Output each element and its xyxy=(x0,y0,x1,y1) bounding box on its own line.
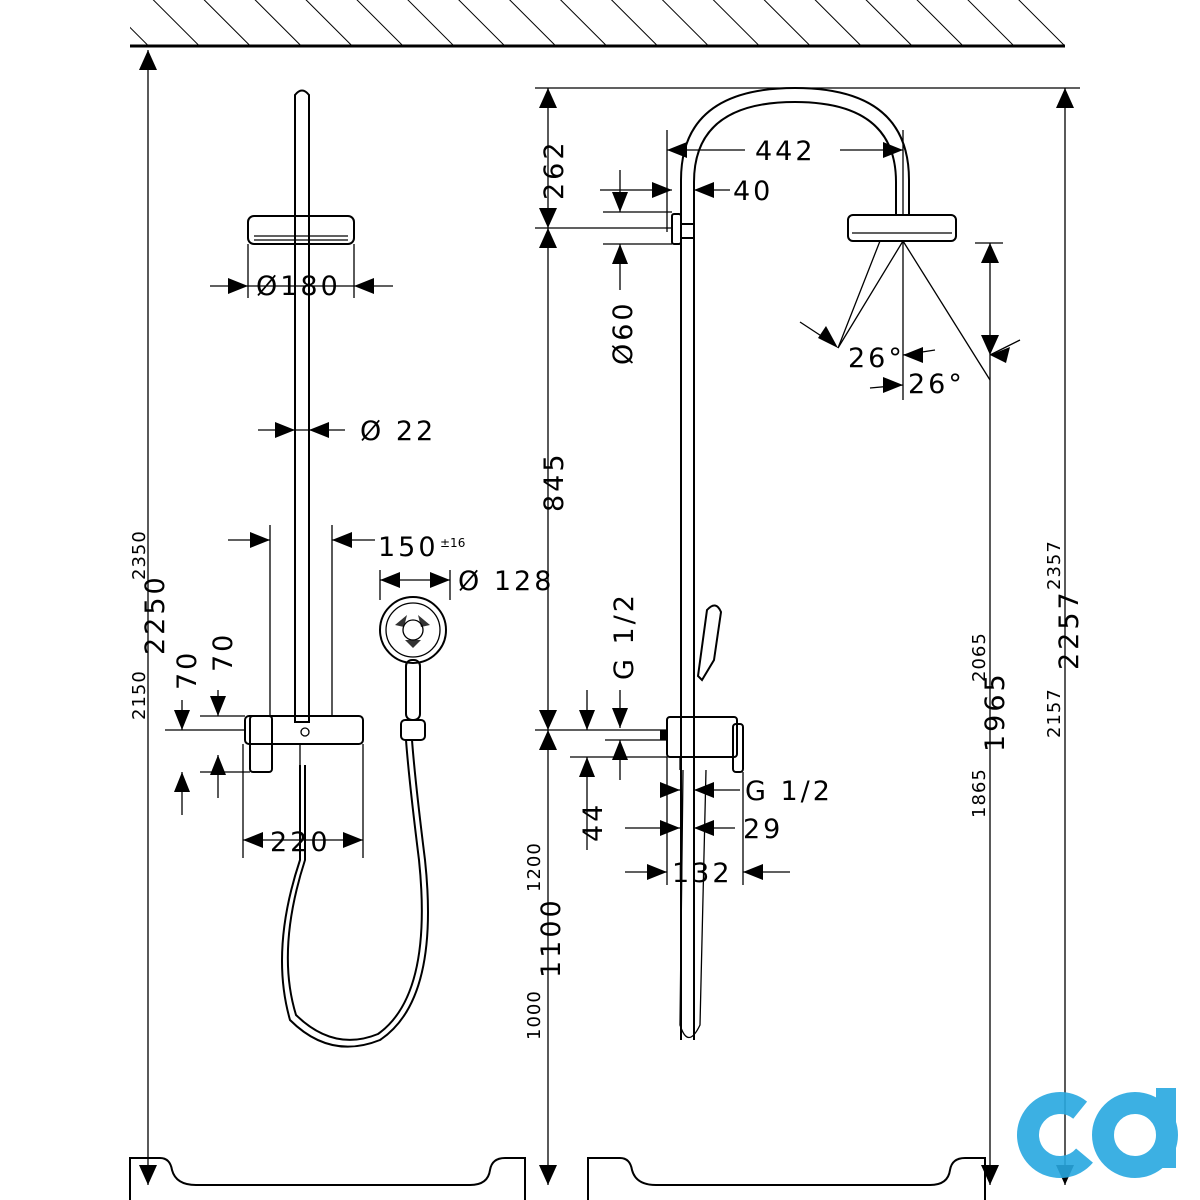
left-handshower-offset: 150 xyxy=(378,532,439,563)
right-height-1865: 1865 xyxy=(969,768,990,818)
right-depth-132: 132 xyxy=(672,858,733,889)
right-height-2357: 2357 xyxy=(1044,540,1065,590)
right-arm-reach: 442 xyxy=(755,136,816,167)
left-height-2250: 2250 xyxy=(140,574,171,655)
floor-right xyxy=(587,1157,986,1200)
left-offset-tolerance: ±16 xyxy=(440,536,465,550)
left-shower-column xyxy=(244,89,447,1048)
left-mixer-width: 220 xyxy=(270,827,331,858)
floor-left xyxy=(129,1157,526,1200)
left-height-2150: 2150 xyxy=(129,670,150,720)
right-rise-262: 262 xyxy=(539,139,570,200)
right-height-1100: 1100 xyxy=(536,897,567,978)
cd-logo-watermark xyxy=(1017,1088,1178,1178)
ceiling-hatch xyxy=(130,0,1065,48)
right-height-1965: 1965 xyxy=(980,671,1011,752)
right-span-845: 845 xyxy=(539,451,570,512)
right-wall-gap: 40 xyxy=(733,176,773,207)
left-dimensions xyxy=(139,50,451,1185)
right-connection-upper: G 1/2 xyxy=(609,592,640,680)
right-shower-column xyxy=(660,86,957,1040)
left-offset-b: 70 xyxy=(208,632,239,672)
right-connection-lower: G 1/2 xyxy=(745,776,833,807)
right-height-1200: 1200 xyxy=(524,842,545,892)
left-height-2350: 2350 xyxy=(129,530,150,580)
left-handshower-diameter: Ø 128 xyxy=(458,566,554,597)
right-dimensions xyxy=(535,87,1080,1185)
right-height-2257: 2257 xyxy=(1054,589,1085,670)
left-head-diameter: Ø180 xyxy=(256,271,341,302)
left-pipe-diameter: Ø 22 xyxy=(360,416,436,447)
right-height-1000: 1000 xyxy=(524,990,545,1040)
left-offset-a: 70 xyxy=(172,650,203,690)
right-bracket-diameter: Ø60 xyxy=(608,300,639,365)
right-angle-a: 26° xyxy=(848,343,905,374)
right-height-2157: 2157 xyxy=(1044,688,1065,738)
right-angle-b: 26° xyxy=(908,369,965,400)
right-height-2065: 2065 xyxy=(969,632,990,682)
right-depth-44: 44 xyxy=(578,802,609,842)
right-depth-29: 29 xyxy=(743,814,783,845)
